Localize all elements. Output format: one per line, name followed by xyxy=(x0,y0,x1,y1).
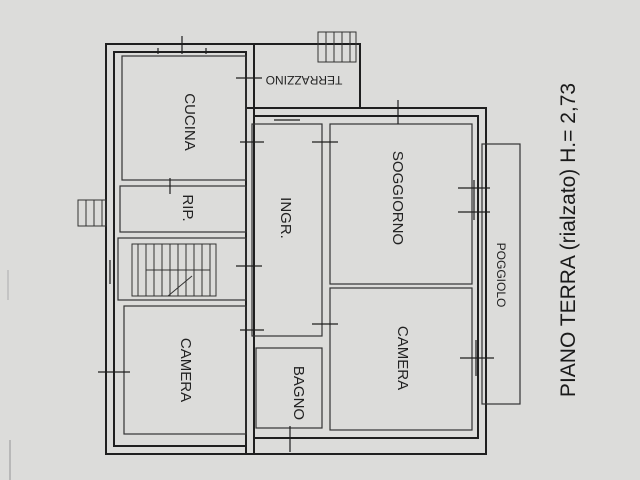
room-label-poggiolo: POGGIOLO xyxy=(494,243,508,308)
room-label-bagno: BAGNO xyxy=(290,366,307,420)
side-steps xyxy=(77,199,107,227)
rip-room xyxy=(119,185,247,233)
room-label-terrazzino: TERRAZZINO xyxy=(266,73,343,87)
camera-right-room xyxy=(329,287,473,431)
room-label-camera-left: CAMERA xyxy=(177,338,194,402)
ingresso-room xyxy=(251,123,323,337)
interior-stairs xyxy=(131,243,217,297)
bagno-room xyxy=(255,347,323,429)
stair-hall xyxy=(117,237,247,301)
terrazzino-area xyxy=(253,31,361,109)
soggiorno-room xyxy=(329,123,473,285)
poggiolo-balcony xyxy=(481,143,521,405)
floor-title: PIANO TERRA (rialzato) H.= 2,73 xyxy=(557,83,580,397)
window-door-marks xyxy=(98,36,494,452)
room-label-soggiorno: SOGGIORNO xyxy=(389,151,406,245)
room-label-ingresso: INGR. xyxy=(277,197,294,239)
camera-left-room xyxy=(123,305,247,435)
room-label-rip: RIP. xyxy=(179,194,196,221)
room-label-cucina: CUCINA xyxy=(181,93,198,151)
interior-walls xyxy=(117,55,521,435)
cucina-room xyxy=(121,55,247,181)
outer-walls xyxy=(105,43,487,455)
room-label-camera-right: CAMERA xyxy=(394,326,411,390)
